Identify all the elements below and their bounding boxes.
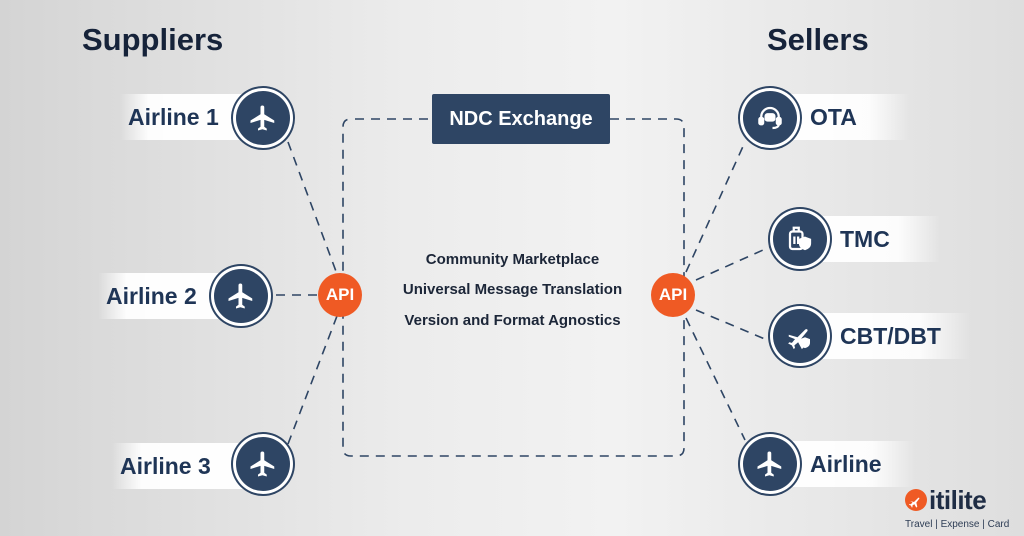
feature-item: Community Marketplace: [425, 251, 600, 268]
seller-pill-tmc: TMC: [800, 216, 940, 262]
link-tmc: [695, 245, 773, 281]
supplier-label: Airline 2: [106, 282, 197, 309]
suppliers-heading: Suppliers: [82, 22, 224, 57]
seller-label: TMC: [840, 225, 890, 252]
seller-pill-airline: Airline: [770, 441, 915, 487]
sellers-heading: Sellers: [767, 22, 869, 57]
logo-wordmark: itilite: [929, 485, 987, 515]
airplane-icon: [743, 437, 797, 491]
seller-label: Airline: [810, 450, 882, 477]
link-airline: [685, 317, 746, 441]
link-ota: [685, 141, 746, 273]
seller-label: CBT/DBT: [840, 322, 941, 349]
plane-shield-icon: [773, 309, 827, 363]
exchange-box-outline: [342, 118, 685, 457]
luggage-shield-icon: [773, 212, 827, 266]
ndc-exchange-box: NDC Exchange: [432, 94, 610, 144]
seller-label: OTA: [810, 103, 857, 130]
api-badge-right: API: [651, 273, 695, 317]
supplier-label: Airline 1: [128, 103, 219, 130]
seller-pill-cbt-dbt: CBT/DBT: [800, 313, 970, 359]
airplane-icon: [236, 91, 290, 145]
link-airline-1: [287, 141, 338, 275]
feature-item: Version and Format Agnostics: [404, 312, 621, 329]
itilite-logo: itilite Travel | Expense | Card: [903, 485, 1013, 533]
airplane-icon: [214, 269, 268, 323]
link-cbt: [695, 309, 773, 343]
logo-mark-icon: [905, 489, 927, 511]
supplier-label: Airline 3: [120, 452, 211, 479]
feature-item: Universal Message Translation: [402, 281, 623, 298]
airplane-icon: [236, 437, 290, 491]
headset-chat-icon: [743, 91, 797, 145]
link-airline-3: [287, 315, 338, 445]
seller-pill-ota: OTA: [770, 94, 910, 140]
logo-tagline: Travel | Expense | Card: [905, 519, 1010, 530]
api-badge-left: API: [318, 273, 362, 317]
